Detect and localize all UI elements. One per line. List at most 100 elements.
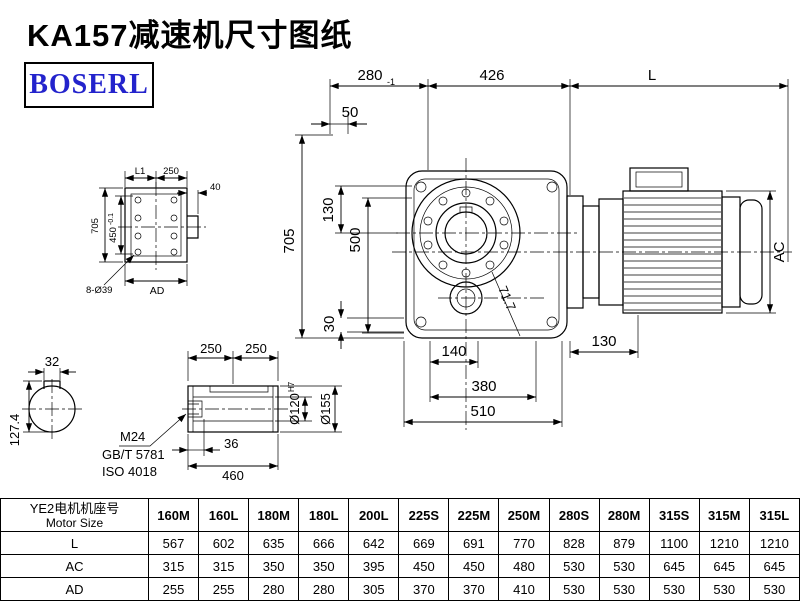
motor-frame-header: 200L <box>348 498 400 532</box>
motor-frame-header: 315L <box>748 498 800 532</box>
motor-frame-header: 180M <box>248 498 300 532</box>
dim-155-label: Ø155 <box>318 393 333 425</box>
table-header-row: YE2电机机座号 Motor Size 160M 160L 180M 180L … <box>0 498 800 532</box>
dim-280-label: 280 <box>357 67 382 84</box>
table-header-cn: YE2电机机座号 <box>29 500 120 516</box>
dim-value-cell: 645 <box>748 554 800 578</box>
dim-value-cell: 370 <box>398 577 450 601</box>
dim-127-4-label: 127.4 <box>7 414 22 447</box>
dim-L-label: L <box>648 67 656 84</box>
shaft-side-view: 250 250 M24 GB/T 5781 ISO 4018 36 460 Ø1… <box>102 341 342 483</box>
dim-value-cell: 530 <box>698 577 750 601</box>
output-flange-view: L1 250 40 705 450 -0.1 8-Ø39 AD <box>86 166 221 297</box>
gearbox-front-view <box>396 158 580 430</box>
dim-140: 140 <box>429 341 479 402</box>
corner-bolt <box>415 181 427 193</box>
dim-120-fit-label: H7 <box>287 381 296 392</box>
dim-140-label: 140 <box>441 343 466 360</box>
dim-380: 380 <box>429 341 537 402</box>
dim-value-cell: 1100 <box>648 531 700 555</box>
dim-71-7: 71.7 <box>491 271 521 337</box>
dim-L1-label: L1 <box>135 166 146 177</box>
table-row-AD: AD 255 255 280 280 305 370 370 410 530 5… <box>0 577 800 601</box>
motor-side-view <box>392 167 792 314</box>
dim-value-cell: 879 <box>598 531 650 555</box>
motor-frame-header: 160L <box>198 498 250 532</box>
dim-250b-label: 250 <box>245 341 267 356</box>
standard-gbt-label: GB/T 5781 <box>102 447 165 462</box>
table-header-en: Motor Size <box>45 515 104 530</box>
table-corner-cell: YE2电机机座号 Motor Size <box>0 498 149 532</box>
dim-500-label: 500 <box>347 227 364 252</box>
dim-value-cell: 530 <box>648 577 700 601</box>
dim-value-cell: 645 <box>648 554 700 578</box>
dim-L: L <box>569 67 789 262</box>
corner-bolt <box>546 181 558 193</box>
dim-value-cell: 450 <box>448 554 500 578</box>
dim-value-cell: 567 <box>147 531 200 555</box>
dim-value-cell: 410 <box>498 577 550 601</box>
dim-value-cell: 635 <box>248 531 300 555</box>
dim-value-cell: 315 <box>147 554 200 578</box>
dim-value-cell: 305 <box>348 577 400 601</box>
shaft-keyway <box>209 386 269 393</box>
dim-130-bottom-label: 130 <box>591 333 616 350</box>
dim-value-cell: 280 <box>248 577 300 601</box>
standard-iso-label: ISO 4018 <box>102 464 157 479</box>
dim-426: 426 <box>427 67 571 195</box>
boserl-logo-text: BOSERL <box>29 69 149 100</box>
dim-row-label: AC <box>0 554 149 578</box>
dim-250-flange-label: 250 <box>163 166 179 177</box>
dim-value-cell: 828 <box>548 531 600 555</box>
motor-frame-header: 225M <box>448 498 500 532</box>
motor-frame-header: 225S <box>398 498 450 532</box>
dim-130-left-label: 130 <box>320 197 337 222</box>
dim-value-cell: 642 <box>348 531 400 555</box>
dim-row-label: AD <box>0 577 149 601</box>
motor-frame-header: 160M <box>147 498 200 532</box>
dim-250a-label: 250 <box>200 341 222 356</box>
corner-bolt <box>546 316 558 328</box>
boserl-logo: BOSERL <box>24 62 154 108</box>
dim-value-cell: 350 <box>248 554 300 578</box>
corner-bolt <box>415 316 427 328</box>
dim-value-cell: 480 <box>498 554 550 578</box>
table-row-L: L 567 602 635 666 642 669 691 770 828 87… <box>0 531 800 555</box>
dim-row-label: L <box>0 531 149 555</box>
dim-426-label: 426 <box>479 67 504 84</box>
dim-AC: AC <box>726 190 788 314</box>
dim-705-flange-label: 705 <box>90 218 101 234</box>
dim-510: 510 <box>403 341 563 427</box>
dim-120-label: Ø120 <box>287 393 302 425</box>
dim-AD-label: AD <box>150 285 165 297</box>
dim-460-label: 460 <box>222 468 244 483</box>
dim-130-bottom: 130 <box>569 315 639 358</box>
dim-value-cell: 770 <box>498 531 550 555</box>
thread-callout-m24: M24 <box>120 429 145 444</box>
dim-510-label: 510 <box>470 403 495 420</box>
motor-fins <box>624 197 721 311</box>
dim-50-label: 50 <box>342 104 359 121</box>
fan-cover <box>739 199 763 305</box>
dim-30: 30 <box>321 301 404 349</box>
shaft-section-view: 32 127.4 <box>7 354 84 446</box>
technical-drawing: 280 -1 426 L 50 705 130 500 <box>7 67 792 483</box>
dim-30-label: 30 <box>321 316 338 333</box>
dim-40-label: 40 <box>210 182 221 193</box>
dim-705-label: 705 <box>281 228 298 253</box>
page-title: KA157减速机尺寸图纸 <box>27 18 353 53</box>
dim-705-main: 705 <box>281 134 404 339</box>
dim-value-cell: 255 <box>147 577 200 601</box>
dim-value-cell: 280 <box>298 577 350 601</box>
dim-value-cell: 1210 <box>748 531 800 555</box>
dim-value-cell: 530 <box>748 577 800 601</box>
dim-AC-label: AC <box>771 241 788 262</box>
dim-500: 500 <box>347 197 412 334</box>
dim-value-cell: 530 <box>598 554 650 578</box>
dim-32-label: 32 <box>45 354 59 369</box>
dim-450-label: 450 <box>108 227 119 243</box>
dim-value-cell: 450 <box>398 554 450 578</box>
dim-280-tolerance: -1 <box>387 77 395 87</box>
motor-frame-header: 250M <box>498 498 550 532</box>
dim-450-tolerance: -0.1 <box>108 213 115 225</box>
